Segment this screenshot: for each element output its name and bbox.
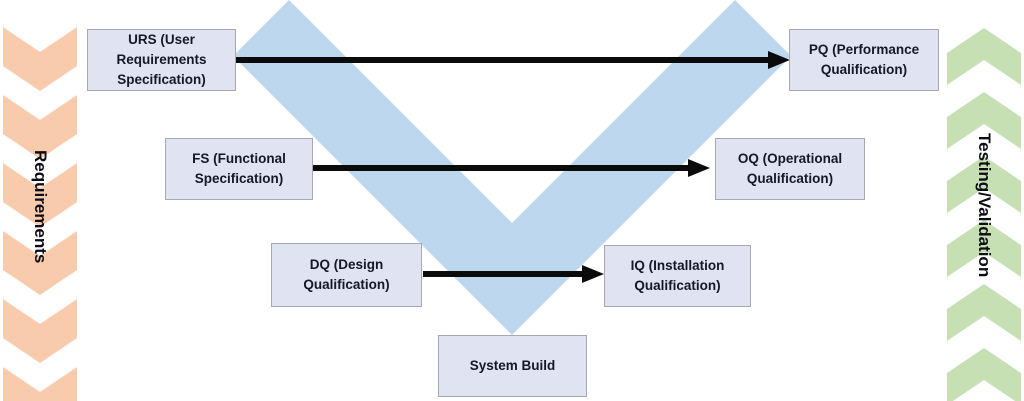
chevron-up-icon — [947, 348, 1021, 401]
chevron-down-icon — [3, 95, 77, 159]
left-chevron-group — [3, 27, 77, 401]
chevron-down-icon — [3, 231, 77, 295]
chevron-down-icon — [3, 163, 77, 227]
system-build-box: System Build — [438, 335, 587, 397]
arrowhead-right-icon — [688, 159, 710, 177]
right-chevron-column — [947, 28, 1021, 401]
dq-box: DQ (Design Qualification) — [271, 243, 422, 307]
urs-box: URS (User Requirements Specification) — [87, 29, 236, 91]
chevron-up-icon — [947, 28, 1021, 85]
chevron-down-icon — [3, 299, 77, 363]
chevron-up-icon — [947, 92, 1021, 149]
left-chevron-column — [3, 27, 77, 401]
requirements-label-text: Requirements — [31, 150, 50, 264]
arrowhead-right-icon — [582, 265, 604, 283]
v-shape-polygon — [233, 0, 791, 335]
fs-box: FS (Functional Specification) — [165, 138, 313, 200]
chevron-up-icon — [947, 156, 1021, 213]
pq-box: PQ (Performance Qualification) — [789, 29, 939, 91]
iq-box: IQ (Installation Qualification) — [604, 245, 751, 307]
oq-box: OQ (Operational Qualification) — [715, 138, 865, 200]
testing-validation-side-label: Testing/Validation — [947, 27, 1021, 383]
arrow-urs-to-pq — [236, 51, 790, 69]
requirements-side-label: Requirements — [3, 27, 77, 387]
chevron-up-icon — [947, 220, 1021, 277]
arrow-fs-to-oq — [313, 159, 710, 177]
chevron-up-icon — [947, 284, 1021, 341]
testing-validation-label-text: Testing/Validation — [975, 132, 994, 278]
chevron-down-icon — [3, 367, 77, 401]
right-chevron-group — [947, 28, 1021, 401]
arrow-dq-to-iq — [423, 265, 604, 283]
chevron-down-icon — [3, 27, 77, 91]
arrowhead-right-icon — [768, 51, 790, 69]
